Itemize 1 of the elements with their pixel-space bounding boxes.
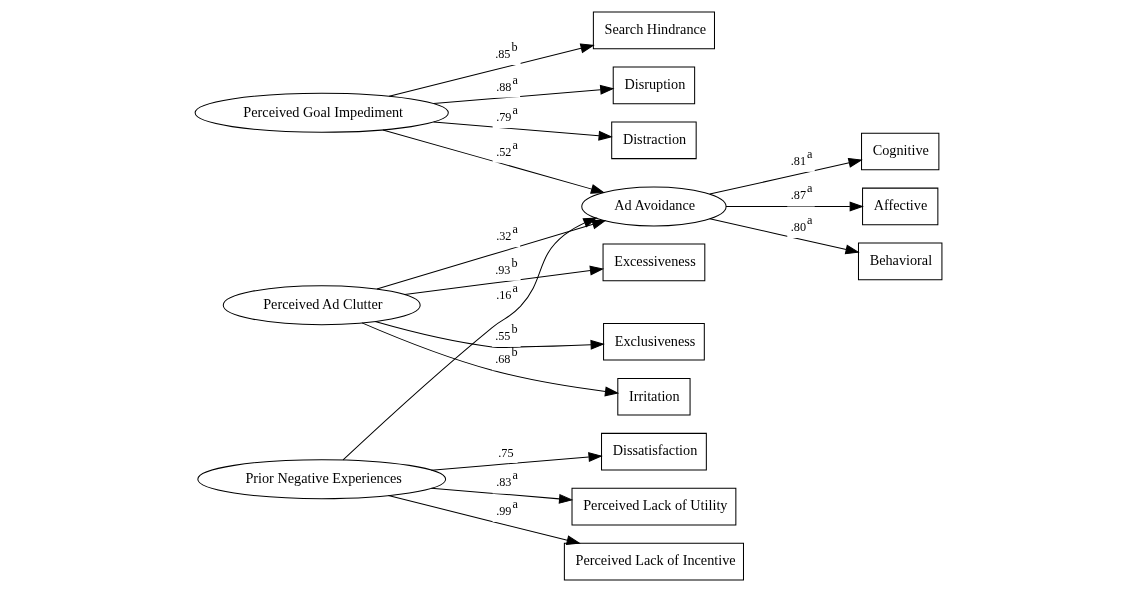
edge-label: .75 xyxy=(498,445,514,460)
